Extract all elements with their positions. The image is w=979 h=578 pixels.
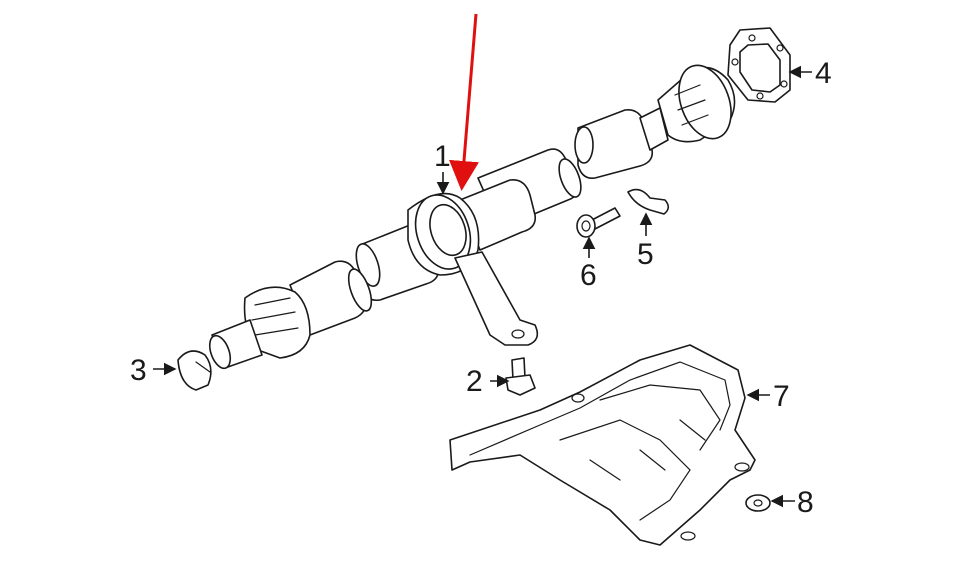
front-shaft-section: [208, 260, 373, 370]
callout-labels: 1 2 3 4 5 6 7 8: [130, 57, 832, 519]
callout-5: 5: [637, 238, 654, 271]
rear-shaft-section: [574, 64, 736, 180]
flange-gasket: [727, 27, 791, 103]
callout-8: 8: [797, 486, 814, 519]
highlight-arrow: [449, 13, 479, 191]
callout-6: 6: [580, 259, 597, 292]
callout-leaders: [153, 65, 812, 508]
center-support-bearing-shaft: [355, 148, 582, 346]
washer: [745, 494, 771, 512]
callout-4: 4: [815, 57, 832, 90]
mounting-bolt: [505, 357, 536, 396]
bearing-bolt: [576, 207, 621, 238]
callout-1: 1: [434, 140, 451, 173]
heat-shield: [449, 344, 756, 546]
retaining-clip: [627, 188, 670, 215]
callout-3: 3: [130, 354, 147, 387]
boot-clamp: [177, 350, 212, 391]
callout-7: 7: [773, 380, 790, 413]
callout-2: 2: [466, 365, 483, 398]
